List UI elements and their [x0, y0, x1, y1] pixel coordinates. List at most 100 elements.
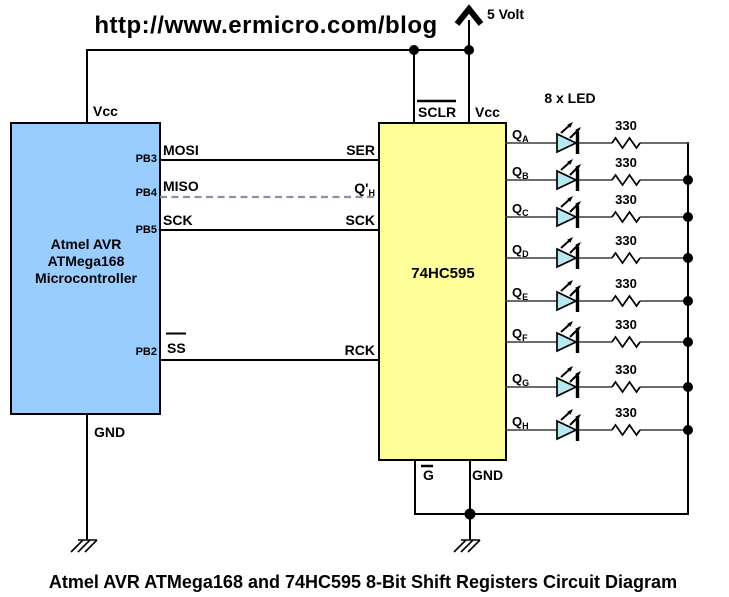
led-row: QE 330: [505, 276, 693, 312]
supply-arrow-icon: [454, 4, 484, 26]
output-label-sub: A: [522, 134, 529, 144]
label-gnd-595: GND: [472, 467, 503, 483]
resistor-value: 330: [615, 155, 637, 170]
led-row: QH 330: [505, 405, 693, 441]
label-qh-prime: Q'H: [354, 180, 375, 198]
output-label-main: Q: [512, 371, 522, 386]
supply-label: 5 Volt: [487, 6, 524, 22]
output-label-sub: D: [522, 249, 529, 259]
output-label: QH: [512, 414, 529, 431]
led-row: QC 330: [505, 192, 693, 228]
led-emission-arrow: [569, 416, 579, 426]
junction-dot: [683, 337, 693, 347]
resistor-value: 330: [615, 317, 637, 332]
output-label-main: Q: [512, 285, 522, 300]
ground-symbol-icon: [453, 539, 481, 553]
output-label: QC: [512, 201, 529, 218]
resistor: [611, 136, 641, 150]
led-emission-arrowhead: [575, 201, 581, 207]
pin-label-pb4: PB4: [136, 187, 158, 199]
output-label-main: Q: [512, 201, 522, 216]
led-emission-arrow: [560, 161, 571, 171]
junction-dot: [409, 45, 419, 55]
resistor-value: 330: [615, 405, 637, 420]
output-label-sub: C: [522, 208, 529, 218]
output-label-main: Q: [512, 127, 522, 142]
led-emission-arrow: [560, 198, 571, 208]
resistor-value: 330: [615, 233, 637, 248]
led-emission-arrowhead: [567, 409, 573, 415]
junction-dot: [683, 382, 693, 392]
led-emission-arrow: [569, 129, 579, 139]
led-emission-arrowhead: [567, 122, 573, 128]
led-diode: [556, 247, 578, 269]
resistor-value: 330: [615, 192, 637, 207]
label-sclr: SCLR: [418, 104, 456, 120]
register-box: [378, 122, 507, 461]
pin-label-pb5: PB5: [136, 224, 157, 236]
output-label-main: Q: [512, 242, 522, 257]
label-rck: RCK: [345, 342, 375, 358]
led-diode: [556, 419, 578, 441]
label-qh-sub: H: [369, 188, 376, 198]
led-diode: [556, 169, 578, 191]
led-diode: [556, 206, 578, 228]
output-label: QE: [512, 285, 528, 302]
mcu-name-line3: Microcontroller: [35, 270, 137, 286]
junction-dot: [683, 296, 693, 306]
output-label-main: Q: [512, 164, 522, 179]
label-ss: SS: [167, 340, 186, 356]
led-emission-arrowhead: [575, 326, 581, 332]
mcu-box: [10, 122, 161, 415]
register-name: 74HC595: [411, 265, 474, 282]
led-emission-arrow: [569, 166, 579, 176]
led-row: QD 330: [505, 233, 693, 269]
junction-dot: [464, 45, 474, 55]
junction-dot: [683, 175, 693, 185]
resistor: [611, 173, 641, 187]
output-label-sub: F: [522, 333, 528, 343]
led-emission-arrow: [560, 323, 571, 333]
label-sck-595: SCK: [345, 212, 375, 228]
output-label-sub: G: [522, 378, 529, 388]
pin-label-pb2: PB2: [136, 346, 157, 358]
led-diode: [556, 290, 578, 312]
led-emission-arrowhead: [567, 196, 573, 202]
led-row: QF 330: [505, 317, 693, 353]
resistor: [611, 423, 641, 437]
ground-junction-dot: [464, 508, 476, 520]
led-emission-arrow: [569, 287, 579, 297]
led-emission-arrowhead: [567, 280, 573, 286]
led-emission-arrowhead: [575, 127, 581, 133]
output-label: QD: [512, 242, 529, 259]
resistor-value: 330: [615, 118, 637, 133]
label-g: G: [423, 467, 434, 483]
led-emission-arrowhead: [575, 414, 581, 420]
led-emission-arrow: [560, 411, 571, 421]
led-emission-arrow: [560, 124, 571, 134]
output-label: QF: [512, 326, 528, 343]
output-label-main: Q: [512, 414, 522, 429]
led-emission-arrowhead: [567, 159, 573, 165]
led-emission-arrowhead: [575, 285, 581, 291]
led-emission-arrow: [560, 282, 571, 292]
led-emission-arrowhead: [575, 164, 581, 170]
resistor-value: 330: [615, 276, 637, 291]
resistor: [611, 294, 641, 308]
output-label-sub: H: [522, 421, 529, 431]
label-qh-main: Q': [354, 180, 368, 196]
led-diode: [556, 376, 578, 398]
led-row: QB 330: [505, 155, 693, 191]
ground-symbol-icon: [70, 539, 98, 553]
label-ser: SER: [346, 142, 375, 158]
led-emission-arrow: [560, 368, 571, 378]
circuit-title: Atmel AVR ATMega168 and 74HC595 8-Bit Sh…: [49, 572, 677, 592]
output-label-sub: E: [522, 292, 528, 302]
junction-dot: [683, 253, 693, 263]
led-emission-arrow: [569, 328, 579, 338]
output-label-sub: B: [522, 171, 529, 181]
label-sck-mcu: SCK: [163, 212, 193, 228]
resistor: [611, 210, 641, 224]
led-emission-arrowhead: [567, 366, 573, 372]
